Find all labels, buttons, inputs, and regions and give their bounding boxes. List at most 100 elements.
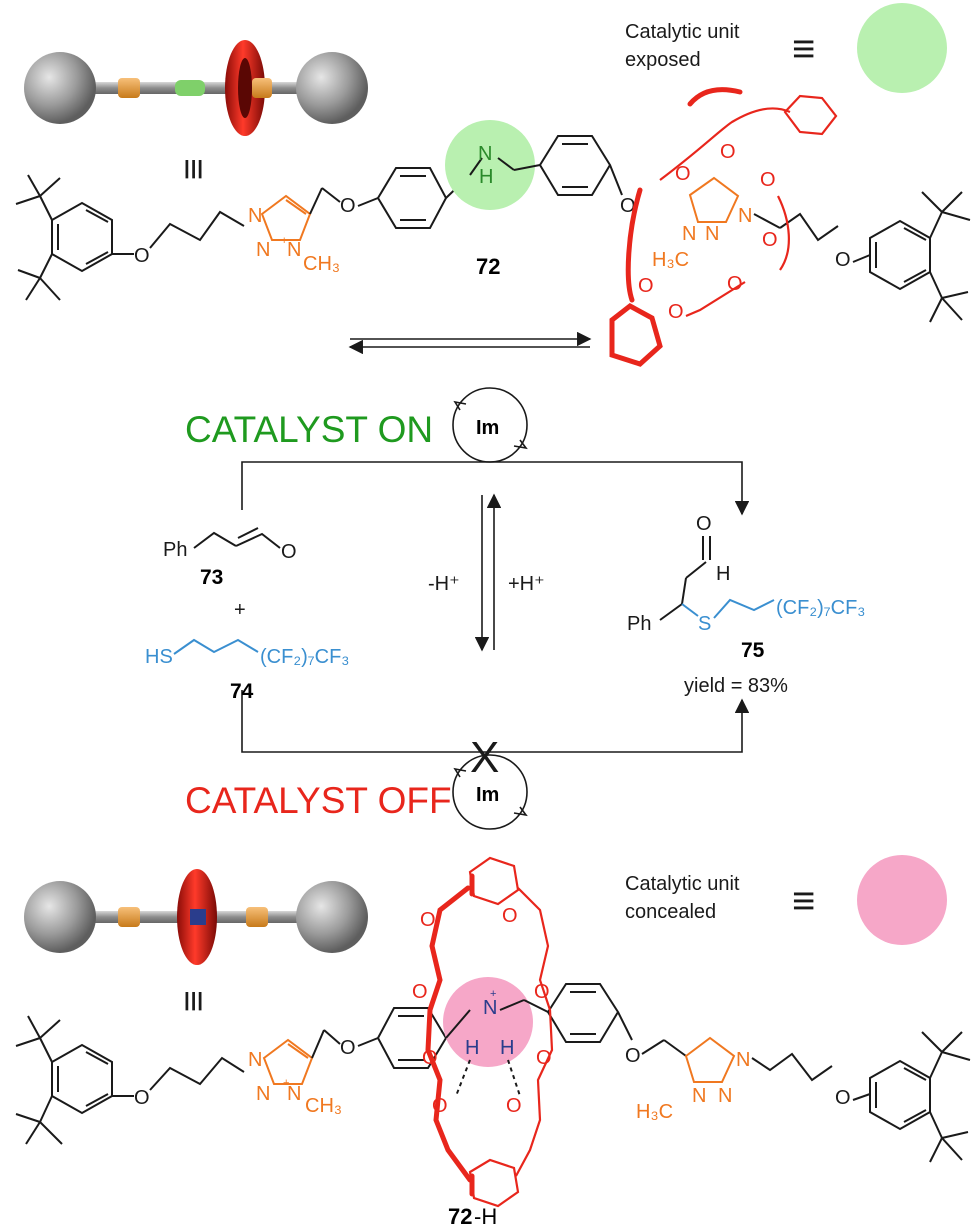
ether-oxygen: O [134, 245, 150, 267]
amine-n-label: N [478, 143, 492, 165]
legend-exposed-line1: Catalytic unit [625, 21, 740, 43]
plus-sign: + [234, 599, 246, 621]
legend-concealed: Catalytic unit concealed ≡ [625, 855, 947, 945]
ammonium-station [190, 909, 206, 925]
svg-text:O: O [675, 163, 691, 185]
exposed-color-swatch [857, 3, 947, 93]
svg-text:O: O [536, 1047, 552, 1069]
legend-concealed-line1: Catalytic unit [625, 873, 740, 895]
molecule-72: O N N N + CH₃ O N H O N N N [15, 87, 971, 367]
svg-text:+: + [283, 1077, 289, 1089]
triazolium-station-right [246, 907, 268, 927]
triazolium-station-left [118, 907, 140, 927]
off-pathway-arrow [241, 690, 750, 753]
svg-text:N: N [256, 1083, 270, 1105]
svg-text:H: H [716, 563, 730, 585]
svg-text:N: N [736, 1049, 750, 1071]
amine-station [175, 80, 205, 96]
triazolium-station-left [118, 78, 140, 98]
svg-text:N: N [692, 1085, 706, 1107]
svg-text:HS: HS [145, 646, 173, 668]
legend-concealed-line2: concealed [625, 901, 716, 923]
svg-text:O: O [506, 1095, 522, 1117]
stopper-ball-right [296, 881, 368, 953]
svg-text:O: O [534, 981, 550, 1003]
on-pathway-arrow [241, 461, 750, 516]
svg-text:O: O [432, 1095, 448, 1117]
methyl-label-top-left: CH₃ [303, 253, 340, 275]
svg-text:N: N [248, 205, 262, 227]
deprotonate-label: -H⁺ [428, 573, 460, 595]
svg-text:Ph: Ph [163, 539, 187, 561]
svg-text:N: N [287, 1083, 301, 1105]
svg-text:O: O [625, 1045, 641, 1067]
svg-text:Ph: Ph [627, 613, 651, 635]
svg-text:S: S [698, 613, 711, 635]
stopper-ball-left [24, 52, 96, 124]
svg-text:O: O [760, 169, 776, 191]
legend-concealed-equiv: ≡ [792, 879, 815, 923]
svg-text:O: O [720, 141, 736, 163]
svg-text:N: N [256, 239, 270, 261]
svg-text:O: O [502, 905, 518, 927]
svg-text:+: + [490, 988, 496, 1000]
triazolium-station-right [252, 78, 272, 98]
svg-text:N: N [248, 1049, 262, 1071]
svg-text:O: O [620, 195, 636, 217]
svg-text:H: H [465, 1037, 479, 1059]
reactant-74: HS (CF₂)₇CF₃ 74 [145, 638, 349, 703]
compound-74-label: 74 [230, 680, 254, 703]
catalyst-on-label: CATALYST ON [185, 409, 433, 450]
blocked-x-mark: X [470, 733, 499, 782]
svg-text:O: O [696, 513, 712, 535]
rotaxane-cartoon-top: ≡ [24, 40, 368, 180]
svg-text:N: N [682, 223, 696, 245]
ammonium-highlight-concealed [443, 977, 533, 1067]
reactant-73: Ph O 73 [163, 527, 297, 589]
stopper-ball-right [296, 52, 368, 124]
equilibrium-arrows [348, 331, 592, 355]
equivalence-mark-top: ≡ [172, 158, 214, 180]
svg-text:N: N [483, 997, 497, 1019]
svg-text:O: O [420, 909, 436, 931]
svg-text:O: O [668, 301, 684, 323]
svg-text:O: O [134, 1087, 150, 1109]
product-75: O H Ph S (CF₂)₇CF₃ 75 yield = 83% [627, 513, 865, 697]
im-label-on: Im [476, 417, 499, 439]
compound-72-label: 72 [476, 254, 500, 279]
svg-text:N: N [718, 1085, 732, 1107]
legend-exposed-equiv: ≡ [792, 27, 815, 71]
compound-73-label: 73 [200, 566, 223, 589]
svg-text:N: N [287, 239, 301, 261]
svg-text:O: O [762, 229, 778, 251]
rotaxane-cartoon-bottom: ≡ [24, 869, 368, 1012]
methyl-label-top-right: H₃C [652, 249, 689, 271]
protonate-label: +H⁺ [508, 573, 545, 595]
imidazole-cycle-on: Im [452, 387, 528, 463]
svg-text:+: + [281, 235, 287, 247]
svg-text:O: O [422, 1047, 438, 1069]
methyl-label-bottom-left: CH₃ [305, 1095, 342, 1117]
svg-text:N: N [705, 223, 719, 245]
svg-text:O: O [340, 195, 356, 217]
compound-72-H-suffix: -H [474, 1204, 497, 1228]
svg-text:O: O [835, 1087, 851, 1109]
svg-text:(CF₂)₇CF₃: (CF₂)₇CF₃ [776, 597, 865, 619]
equivalence-mark-bottom: ≡ [172, 990, 214, 1012]
proton-equilibrium: -H⁺ +H⁺ [428, 493, 545, 652]
svg-text:O: O [340, 1037, 356, 1059]
concealed-color-swatch [857, 855, 947, 945]
legend-exposed-line2: exposed [625, 49, 701, 71]
catalyst-off-label: CATALYST OFF [185, 780, 452, 821]
svg-text:O: O [412, 981, 428, 1003]
svg-text:O: O [835, 249, 851, 271]
svg-text:H: H [500, 1037, 514, 1059]
yield-label: yield = 83% [684, 675, 788, 697]
compound-75-label: 75 [741, 639, 765, 662]
amine-h-label: H [479, 166, 493, 188]
amine-highlight-exposed [445, 120, 535, 210]
svg-text:(CF₂)₇CF₃: (CF₂)₇CF₃ [260, 646, 349, 668]
legend-exposed: Catalytic unit exposed ≡ [625, 3, 947, 93]
imidazole-cycle-off: Im [452, 754, 528, 830]
